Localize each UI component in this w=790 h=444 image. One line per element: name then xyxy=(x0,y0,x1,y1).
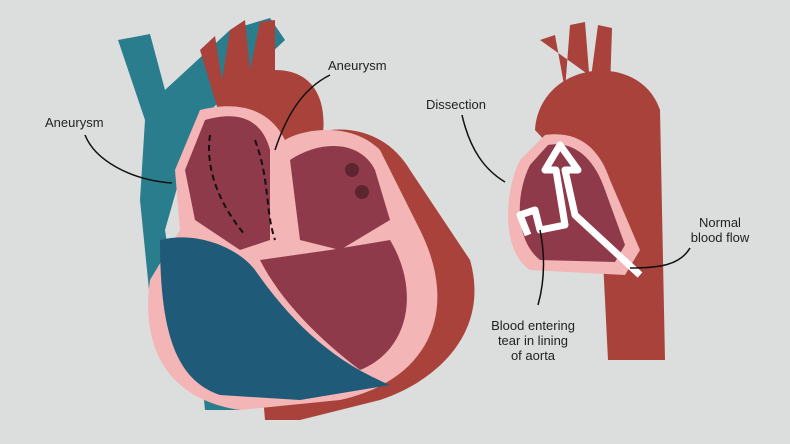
aorta-dissection xyxy=(508,22,665,360)
left-atrium xyxy=(185,116,270,250)
arrow-tear xyxy=(537,229,545,306)
blood-flow-arrow xyxy=(516,141,643,278)
left-ventricle xyxy=(260,240,407,370)
label-dissection: Dissection xyxy=(426,97,486,112)
aneurysm-outline xyxy=(254,139,276,241)
label-line: Blood entering xyxy=(491,318,575,333)
right-ventricle xyxy=(160,237,390,400)
valve-opening xyxy=(345,163,359,177)
label-line: of aorta xyxy=(510,348,556,363)
vena-cava xyxy=(118,18,285,410)
aneurysm-outline xyxy=(208,134,246,236)
arrow-aneurysm-left xyxy=(84,134,173,184)
right-upper-chamber xyxy=(290,146,390,250)
callout-arrows xyxy=(84,74,691,306)
arrow-aneurysm-top xyxy=(274,74,331,151)
heart xyxy=(118,18,475,420)
label-line: blood flow xyxy=(690,230,750,245)
label-blood-entering-tear: Blood entering tear in lining of aorta xyxy=(478,318,588,363)
label-aneurysm-left: Aneurysm xyxy=(45,115,104,130)
arrow-dissection xyxy=(461,114,506,183)
label-normal-blood-flow: Normal blood flow xyxy=(685,215,755,245)
arrow-normal-flow xyxy=(629,247,691,269)
label-line: tear in lining xyxy=(497,333,569,348)
label-line: Normal xyxy=(699,215,741,230)
valve-opening xyxy=(355,185,369,199)
label-aneurysm-top: Aneurysm xyxy=(328,58,387,73)
